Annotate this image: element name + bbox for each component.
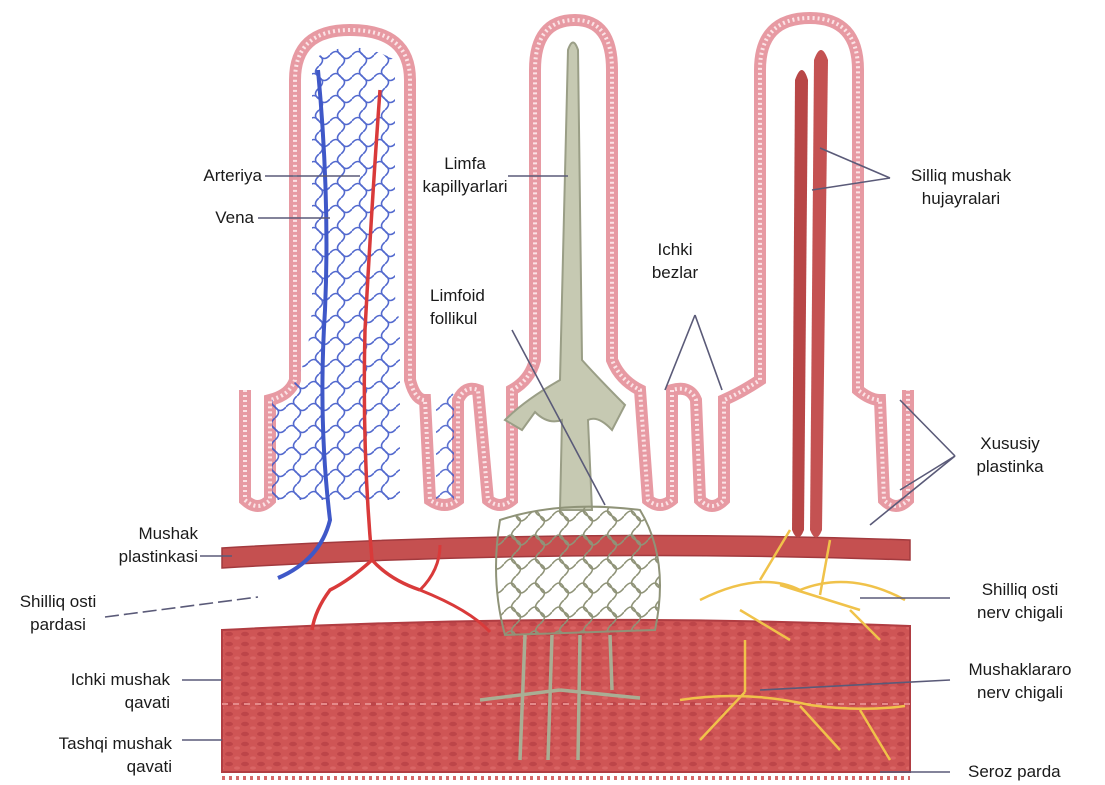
smooth-muscle-cell (792, 70, 808, 538)
label-xususiy-plastinka: Xususiy plastinka (955, 432, 1065, 478)
label-shilliq-osti-pardasi: Shilliq osti pardasi (2, 590, 114, 636)
small-villus-net (436, 390, 454, 500)
label-mushaklararo: Mushaklararo nerv chigali (950, 658, 1090, 704)
label-limfoid-follikul: Limfoid follikul (430, 284, 530, 330)
smooth-muscle-cell (810, 50, 828, 538)
label-limfa-kapillyarlari: Limfa kapillyarlari (410, 152, 520, 198)
label-tashqi-mushak: Tashqi mushak qavati (8, 732, 172, 778)
label-silliq-mushak: Silliq mushak hujayralari (886, 164, 1036, 210)
label-ichki-mushak: Ichki mushak qavati (20, 668, 170, 714)
muscle-layer (222, 620, 910, 772)
label-ichki-bezlar: Ichki bezlar (645, 238, 705, 284)
label-shilliq-osti-nerv: Shilliq osti nerv chigali (950, 578, 1090, 624)
vein (278, 70, 330, 578)
label-vena: Vena (178, 206, 254, 229)
label-seroz-parda: Seroz parda (968, 760, 1098, 783)
label-mushak-plastinkasi: Mushak plastinkasi (40, 522, 198, 568)
lymphoid-follicle (496, 507, 660, 635)
label-arteriya: Arteriya (178, 164, 262, 187)
